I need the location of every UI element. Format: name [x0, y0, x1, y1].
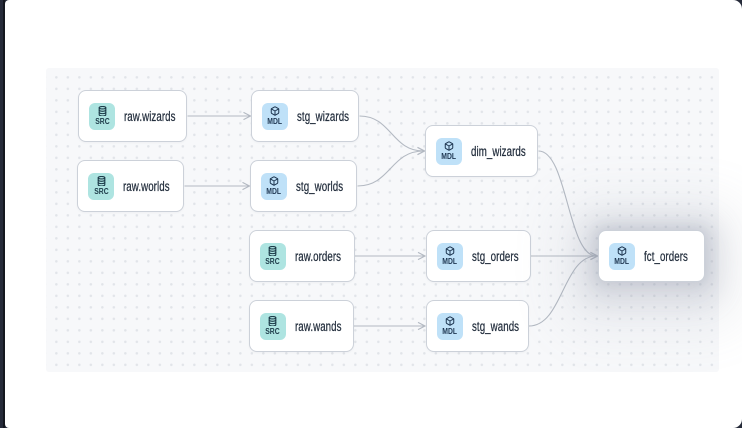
node-stg-wands[interactable]: MDL stg_wands: [425, 300, 529, 352]
node-label: raw.wands: [294, 318, 342, 334]
database-icon: [268, 245, 277, 256]
node-label: stg_worlds: [296, 178, 344, 194]
database-icon: [268, 315, 277, 326]
node-raw-wizards[interactable]: SRC raw.wizards: [78, 90, 187, 142]
cube-icon: [617, 246, 627, 256]
cube-icon: [445, 316, 454, 326]
badge-label: MDL: [441, 151, 457, 161]
arrowhead-raw_wizards-to-stg_wizards: [243, 111, 252, 121]
node-label: raw.wizards: [124, 108, 176, 124]
badge-label: SRC: [265, 257, 280, 266]
source-badge: SRC: [259, 242, 286, 270]
arrowhead-raw_wands-to-stg_wands: [417, 321, 427, 331]
node-raw-wands[interactable]: SRC raw.wands: [248, 300, 354, 352]
node-stg-orders[interactable]: MDL stg_orders: [425, 230, 531, 282]
cube-icon: [444, 141, 454, 151]
cube-icon: [269, 176, 279, 186]
node-label: dim_wizards: [471, 143, 526, 159]
node-raw-orders[interactable]: SRC raw.orders: [248, 230, 355, 282]
node-stg-wizards[interactable]: MDL stg_wizards: [251, 90, 359, 142]
badge-label: MDL: [267, 116, 283, 126]
model-badge: MDL: [262, 102, 288, 130]
node-fct-orders[interactable]: MDL fct_orders: [598, 230, 705, 282]
node-dim-wizards[interactable]: MDL dim_wizards: [425, 125, 538, 177]
node-label: stg_wizards: [297, 108, 350, 124]
badge-label: MDL: [442, 256, 457, 266]
cube-icon: [270, 106, 280, 116]
arrowhead-stg_worlds-to-dim_wizards: [417, 146, 426, 156]
edge-stg_wands-to-fct_orders: [528, 255, 597, 327]
arrowhead-raw_worlds-to-stg_worlds: [242, 181, 251, 191]
cube-icon: [445, 246, 454, 256]
model-badge: MDL: [261, 172, 287, 200]
model-badge: MDL: [436, 242, 463, 270]
edge-stg_wizards-to-dim_wizards: [359, 115, 424, 152]
edge-dim_wizards-to-fct_orders: [538, 150, 597, 257]
badge-label: SRC: [94, 117, 110, 126]
dark-sidebar-strip: [0, 0, 5, 428]
badge-label: MDL: [266, 186, 282, 196]
app-panel: [4, 0, 742, 428]
badge-label: MDL: [614, 256, 630, 266]
model-badge: MDL: [436, 137, 462, 165]
badge-label: SRC: [93, 187, 109, 196]
node-label: stg_wands: [471, 318, 519, 334]
badge-label: MDL: [442, 326, 457, 336]
badge-label: SRC: [265, 327, 280, 336]
node-label: raw.worlds: [123, 178, 170, 194]
model-badge: MDL: [436, 312, 463, 340]
node-label: raw.orders: [294, 248, 341, 264]
node-label: stg_orders: [471, 248, 519, 264]
arrowhead-raw_orders-to-stg_orders: [417, 251, 427, 261]
model-badge: MDL: [609, 242, 635, 270]
source-badge: SRC: [259, 312, 286, 340]
database-icon: [97, 175, 105, 186]
node-raw-worlds[interactable]: SRC raw.worlds: [77, 160, 184, 212]
source-badge: SRC: [89, 102, 115, 130]
edge-stg_worlds-to-dim_wizards: [357, 150, 424, 187]
node-stg-worlds[interactable]: MDL stg_worlds: [250, 160, 357, 212]
arrowhead-stg_wands-to-fct_orders: [590, 251, 599, 261]
node-label: fct_orders: [644, 248, 688, 264]
database-icon: [98, 105, 106, 116]
source-badge: SRC: [88, 172, 114, 200]
